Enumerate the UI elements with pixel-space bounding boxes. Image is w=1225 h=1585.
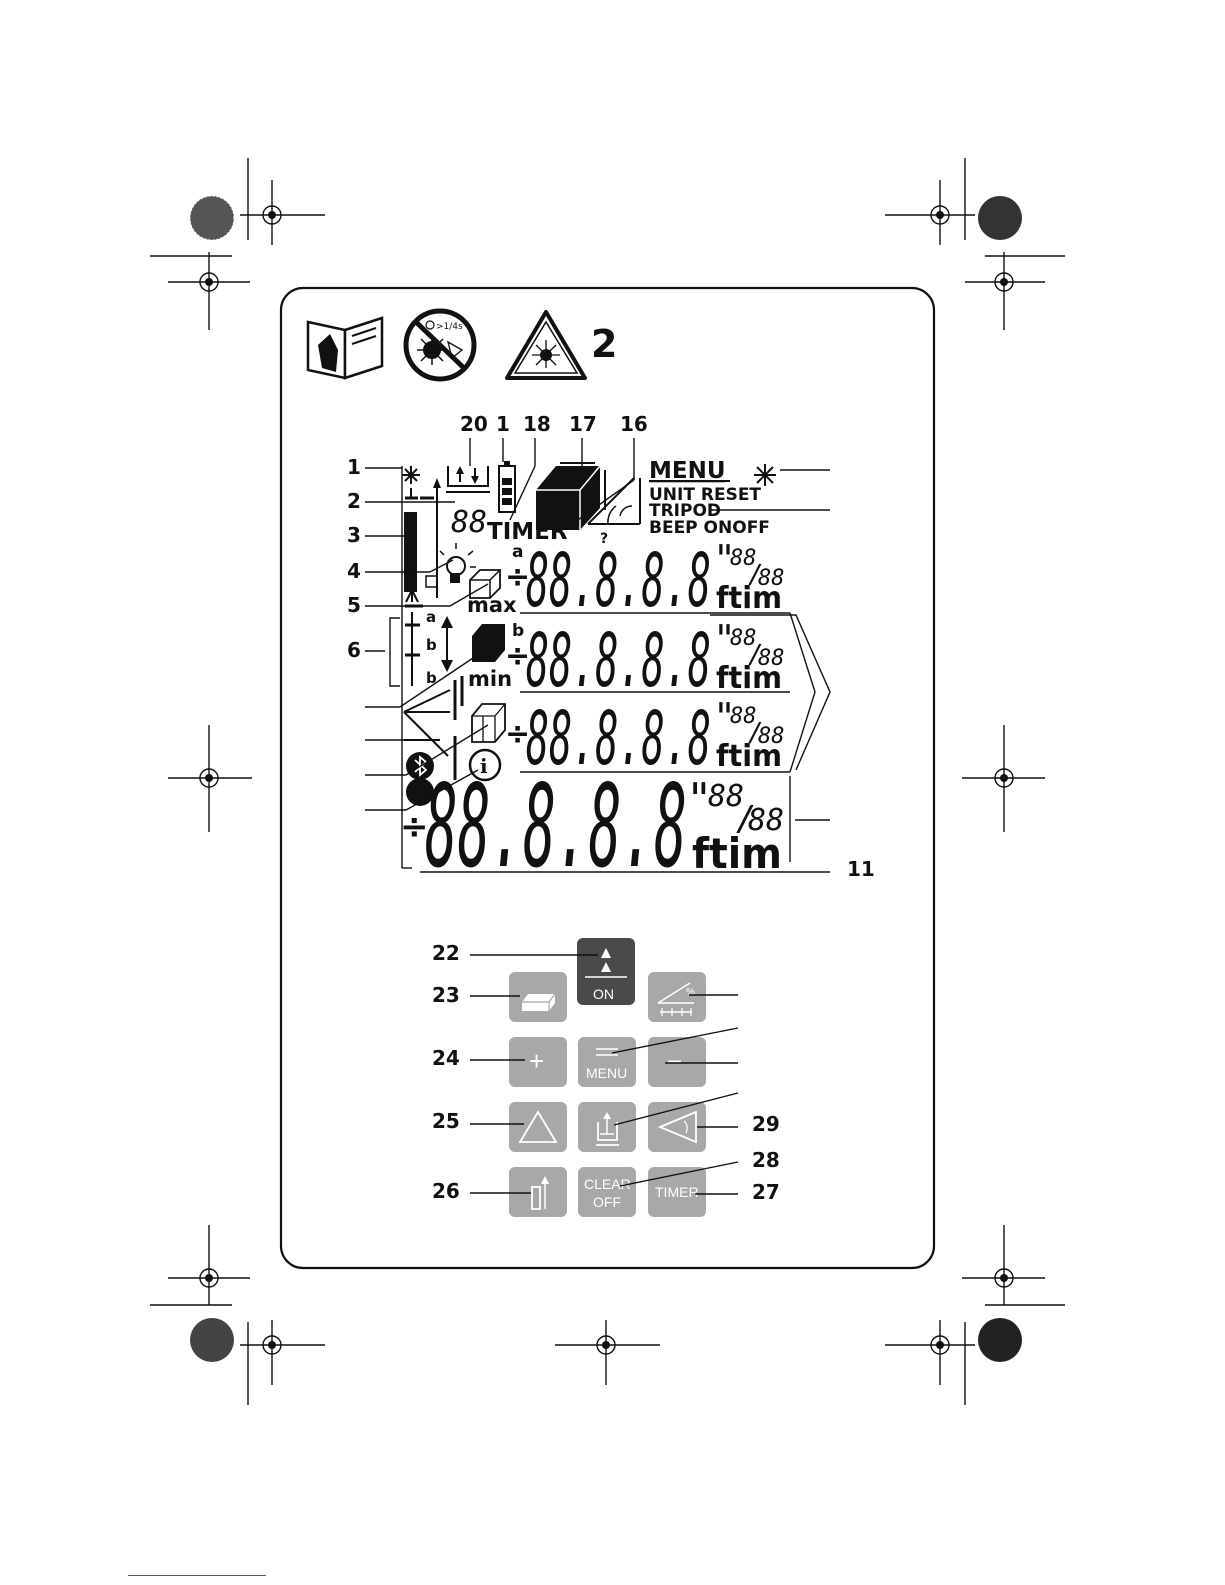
label-23: 23 [432,983,460,1007]
filled-cube-icon [472,624,505,662]
label-3: 3 [347,523,361,547]
label-26: 26 [432,1179,460,1203]
menu-label-button: MENU [586,1065,627,1081]
beep-onoff-label: BEEP ONOFF [649,518,770,538]
label-2: 2 [347,489,361,513]
plus-label: + [529,1046,544,1076]
registration-rosette [978,1318,1022,1362]
laser-on-icon [402,466,420,484]
label-6: 6 [347,638,361,662]
pythagoras-button[interactable] [509,1102,567,1152]
label-1: 1 [347,455,361,479]
clear-off-button[interactable]: CLEAR OFF [578,1167,636,1217]
label-28: 28 [752,1148,780,1172]
memory-transfer-icon [446,466,490,492]
label-29: 29 [752,1112,780,1136]
crosshair-mark [555,1320,660,1385]
crosshair-mark [150,158,325,330]
registration-rosette [190,1318,234,1362]
row1-units: ftim [716,581,782,616]
read-manual-icon [308,318,382,378]
on-label: ON [593,986,614,1002]
backlight-icon [754,464,776,486]
label-24: 24 [432,1046,460,1070]
timer-label-button: TIMER [655,1184,699,1200]
crosshair-mark [150,1225,325,1405]
ref-a-small: a [426,608,436,626]
max-label: max [467,593,517,617]
volume-cube-icon [536,463,605,530]
big-units: ftim [692,829,782,878]
ref-b-small: b [426,636,437,654]
battery-icon [499,461,515,512]
crosshair-mark [168,725,252,832]
label-17: 17 [569,412,597,436]
lcd-display: 88 max TIMER [400,458,830,893]
ref-selector-icon: a b b [405,608,453,687]
ref-b-small-2: b [426,669,437,687]
small-digits: 88 [451,505,487,540]
registration-rosette [978,196,1022,240]
no-stare-into-beam-icon: >1/4s [406,311,474,379]
label-5: 5 [347,593,361,617]
plus-button[interactable]: + [509,1037,567,1087]
light-bulb-icon [440,543,476,583]
row2-digits: 88.8.8.8 [526,618,711,704]
laser-warning-icon [507,312,585,378]
big-digits: 88.8.8.8 [425,760,687,893]
footer-link-underline [128,1575,266,1576]
row2-ref-b: b [512,621,524,641]
label-25: 25 [432,1109,460,1133]
clear-label: CLEAR [584,1176,631,1192]
label-16: 16 [620,412,648,436]
row1-digits: 88.8.8.8 [526,538,711,624]
crosshair-mark [885,1225,1065,1405]
on-button[interactable]: ON [577,938,635,1005]
label-1-top: 1 [496,412,510,436]
label-4: 4 [347,559,361,583]
laser-class-number: 2 [591,322,617,366]
min-label: min [468,667,512,691]
menu-button[interactable]: MENU [578,1037,636,1087]
row2-units: ftim [716,661,782,696]
crosshair-mark [885,158,1065,330]
pulse-note: >1/4s [436,322,463,332]
off-label: OFF [593,1194,621,1210]
row1-ref-a: a [512,542,523,562]
area-button[interactable] [509,972,567,1022]
label-18: 18 [523,412,551,436]
label-11: 11 [847,857,875,881]
minus-label: − [667,1046,682,1076]
slope-button[interactable]: % [648,972,706,1022]
reference-bar [404,512,417,592]
crosshair-mark [962,725,1045,832]
row3-units: ftim [716,739,782,774]
reference-button[interactable] [578,1102,636,1152]
label-22: 22 [432,941,460,965]
label-27: 27 [752,1180,780,1204]
wall-area-icon [472,704,505,742]
label-20: 20 [460,412,488,436]
percent-label: % [686,987,695,998]
continuous-button[interactable] [509,1167,567,1217]
